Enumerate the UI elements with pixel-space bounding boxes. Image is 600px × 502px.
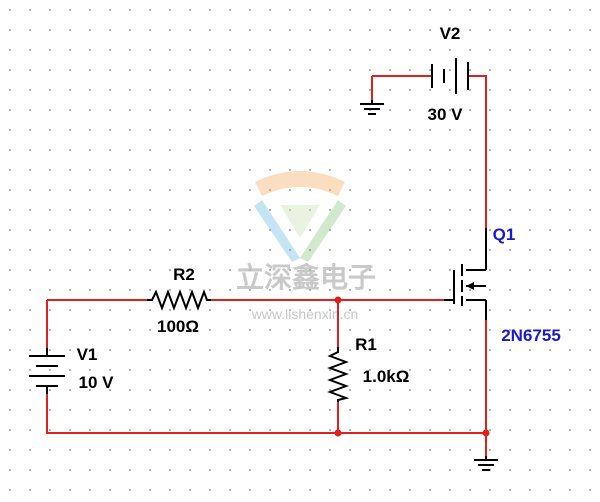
r2-resistor-symbol[interactable] [147,289,211,311]
v2-label: V2 [440,24,461,43]
q1-part-number: 2N6755 [501,326,561,345]
r2-value: 100Ω [157,317,199,336]
ground-top-icon [360,100,384,115]
r1-label: R1 [355,335,377,354]
q1-label: Q1 [493,225,516,244]
junction-dot [482,429,490,437]
watermark-text: 立深鑫电子 [236,261,376,293]
r2-label: R2 [173,265,195,284]
v2-battery-symbol[interactable] [431,58,469,94]
v1-battery-symbol[interactable] [29,348,65,394]
junction-dot [334,296,342,304]
r1-resistor-symbol[interactable] [327,347,350,402]
watermark-logo-icon [254,171,346,262]
ground-bottom-icon [474,456,498,471]
q1-arrow-icon [466,282,474,290]
junction-dot [334,429,342,437]
v1-label: V1 [77,345,98,364]
r1-value: 1.0kΩ [363,367,410,386]
v2-value: 30 V [428,105,464,124]
wire-v2-to-drain [468,75,487,228]
v1-value: 10 V [79,373,115,392]
watermark-url: www.lishenxin.cn [251,306,359,322]
